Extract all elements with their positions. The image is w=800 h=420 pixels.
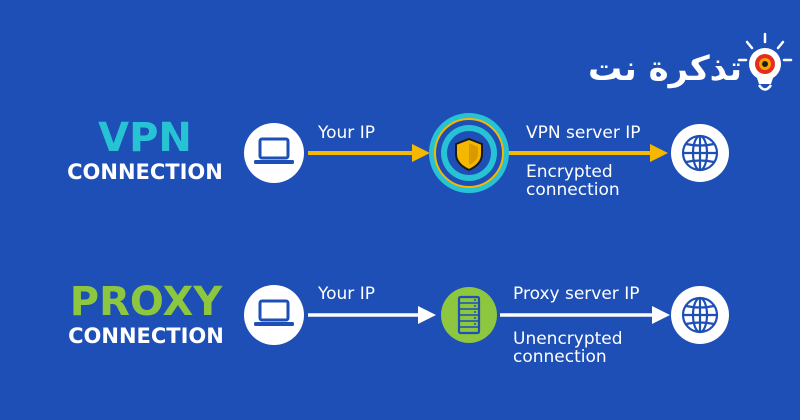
proxy-your-ip-label: Your IP: [318, 284, 375, 304]
vpn-laptop-node: [244, 123, 304, 183]
proxy-title: PROXY: [69, 279, 223, 325]
vpn-your-ip-label: Your IP: [318, 123, 375, 143]
vpn-encryption-note-line2: connection: [526, 180, 620, 200]
logo-text: تذكرة نت: [588, 49, 742, 89]
vpn-arrow-to-internet: [508, 144, 668, 162]
shield-icon: [455, 137, 483, 172]
vpn-arrow-to-server: [308, 144, 430, 162]
proxy-internet-node: [671, 286, 729, 344]
proxy-encryption-note-line1: Unencrypted: [513, 329, 623, 349]
proxy-server-ip-label: Proxy server IP: [513, 284, 640, 304]
vpn-server-node: [429, 113, 509, 193]
proxy-arrow-to-server: [308, 306, 436, 324]
globe-icon: [681, 134, 719, 172]
globe-icon: [681, 296, 719, 334]
proxy-encryption-note-line2: connection: [513, 347, 607, 367]
laptop-icon: [254, 137, 294, 164]
proxy-server-node: [441, 287, 497, 343]
laptop-icon: [254, 299, 294, 326]
proxy-heading: PROXY CONNECTION: [62, 282, 230, 347]
proxy-laptop-node: [244, 285, 304, 345]
vpn-subtitle: CONNECTION: [67, 160, 223, 184]
vpn-encryption-note-line1: Encrypted: [526, 162, 613, 182]
proxy-subtitle: CONNECTION: [68, 324, 224, 348]
vpn-server-ip-label: VPN server IP: [526, 123, 641, 143]
server-rack-icon: [457, 295, 481, 335]
proxy-arrow-to-internet: [500, 306, 670, 324]
lightbulb-icon: [737, 32, 793, 91]
vpn-heading: VPN CONNECTION: [64, 118, 226, 183]
vpn-title: VPN: [98, 115, 192, 161]
vpn-internet-node: [671, 124, 729, 182]
